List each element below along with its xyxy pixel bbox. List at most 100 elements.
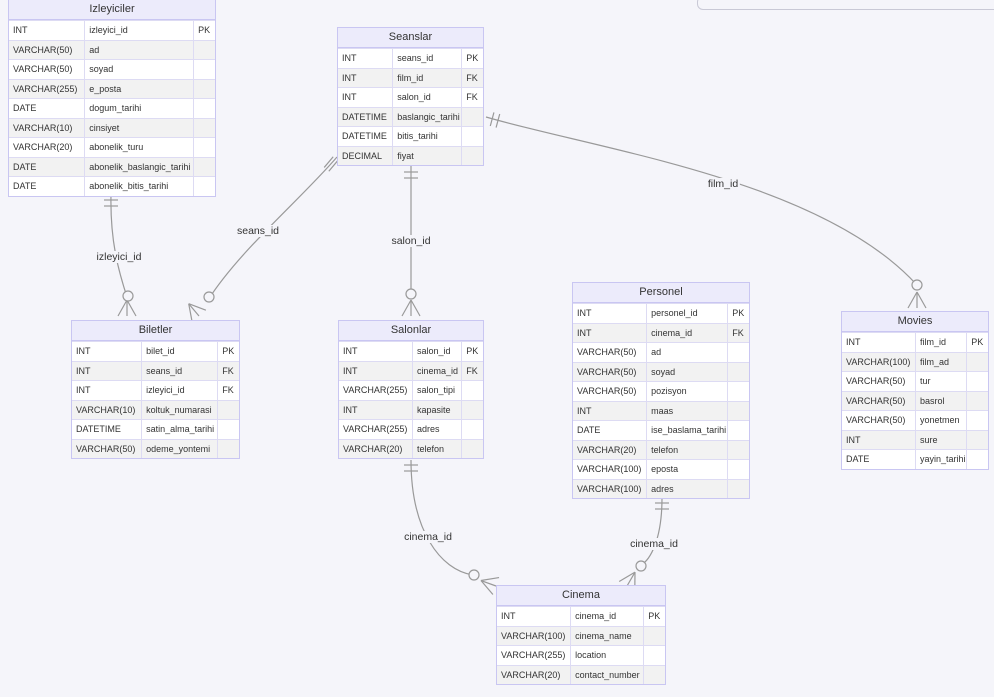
attribute-type: VARCHAR(100) (846, 356, 911, 367)
attribute-key: FK (217, 361, 239, 380)
attribute-key (966, 411, 988, 430)
attribute-type: INT (577, 405, 592, 416)
cardinality-many-marker (401, 299, 421, 317)
attribute-type: VARCHAR(10) (76, 404, 136, 415)
attribute-type: DATE (13, 103, 37, 113)
attribute-key (727, 343, 749, 362)
attribute-row: VARCHAR(255)salon_tipi (339, 380, 483, 400)
attribute-row: VARCHAR(20)contact_number (497, 664, 665, 684)
cardinality-many-marker (188, 303, 207, 322)
attribute-name: koltuk_numarasi (141, 400, 217, 419)
attribute-type: VARCHAR(255) (343, 385, 408, 395)
attribute-type: VARCHAR(50) (577, 366, 637, 377)
attribute-row: VARCHAR(20)telefon (573, 439, 749, 459)
attribute-type: INT (342, 92, 357, 102)
attribute-type: VARCHAR(50) (13, 44, 73, 55)
attribute-key (193, 157, 215, 176)
attribute-key (966, 391, 988, 410)
attribute-type: VARCHAR(20) (13, 142, 73, 152)
attribute-type: DATE (846, 454, 870, 464)
attribute-key (643, 646, 665, 665)
attribute-name: dogum_tarihi (84, 99, 193, 118)
attribute-key (966, 352, 988, 371)
attribute-type: VARCHAR(50) (846, 376, 906, 386)
attribute-key: FK (461, 88, 483, 107)
relationship-label: film_id (705, 178, 741, 190)
attribute-name: izleyici_id (84, 21, 193, 40)
cardinality-one-marker (323, 156, 339, 172)
attribute-type: INT (13, 25, 28, 35)
cardinality-zero-marker (911, 279, 923, 291)
attribute-type: INT (343, 346, 358, 356)
attribute-key (727, 401, 749, 420)
attribute-key (461, 381, 483, 400)
attribute-key (727, 382, 749, 401)
attribute-key (727, 479, 749, 498)
attribute-type: DATETIME (342, 111, 387, 122)
attribute-name: ad (646, 343, 727, 362)
attribute-name: basrol (914, 391, 966, 410)
attribute-type: DATE (13, 161, 37, 172)
attribute-key (217, 420, 239, 439)
attribute-key (643, 626, 665, 645)
attribute-name: seans_id (141, 361, 217, 380)
attribute-key (461, 127, 483, 146)
attribute-type: DATETIME (76, 424, 121, 434)
cardinality-one-marker (404, 171, 418, 179)
attribute-type: INT (501, 611, 516, 621)
attribute-key: PK (461, 342, 483, 361)
attribute-key: FK (217, 381, 239, 400)
relationship-personel-cinema (640, 497, 663, 566)
attribute-key (193, 79, 215, 98)
attribute-type: VARCHAR(50) (577, 347, 637, 357)
attribute-key (461, 146, 483, 165)
attribute-type: DECIMAL (342, 150, 383, 161)
attribute-name: cinema_id (411, 361, 461, 380)
attribute-type: INT (343, 404, 358, 415)
attribute-type: INT (76, 385, 91, 395)
attribute-name: contact_number (570, 665, 643, 684)
attribute-type: VARCHAR(50) (846, 415, 906, 425)
relationship-seanslar-movies (485, 116, 917, 285)
attribute-type: INT (342, 53, 357, 63)
cardinality-one-marker (104, 199, 118, 207)
attribute-name: sure (914, 430, 966, 449)
cardinality-zero-marker (405, 288, 417, 300)
attribute-name: cinema_id (646, 323, 727, 342)
attribute-key: PK (966, 333, 988, 352)
attribute-name: adres (646, 479, 727, 498)
attribute-row: VARCHAR(10)cinsiyet (9, 117, 215, 137)
attribute-name: abonelik_baslangic_tarihi (84, 157, 193, 176)
attribute-type: INT (846, 337, 861, 347)
cardinality-zero-marker (635, 560, 647, 572)
attribute-name: cinsiyet (84, 118, 193, 137)
attribute-row: VARCHAR(255)location (497, 645, 665, 665)
attribute-name: ise_baslama_tarihi (646, 421, 727, 440)
attribute-name: cinema_id (570, 607, 643, 626)
attribute-row: DATE dogum_tarihi (9, 98, 215, 118)
attribute-key: PK (461, 49, 483, 68)
attribute-key: PK (217, 342, 239, 361)
attribute-key (643, 665, 665, 684)
attribute-name: seans_id (392, 49, 461, 68)
attribute-name: salon_id (392, 88, 461, 107)
